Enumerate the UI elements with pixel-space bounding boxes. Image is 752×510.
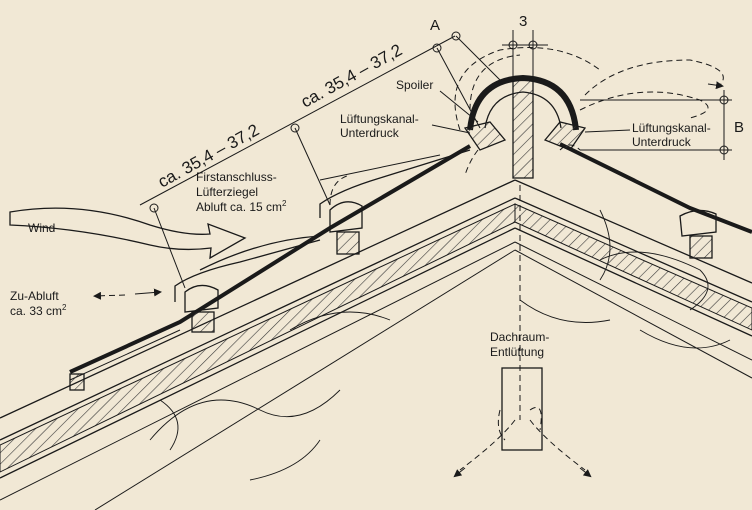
wood-grain <box>149 209 731 481</box>
spoiler-label: Spoiler <box>396 78 433 92</box>
labels: Wind Zu-Abluft ca. 33 cm2 Firstanschluss… <box>10 13 744 359</box>
leader-lines <box>319 90 631 181</box>
batten-clips <box>69 201 717 391</box>
lueftungskanal-right-label: Lüftungskanal- <box>632 121 711 135</box>
dimension-upper-label: ca. 35,4 – 37,2 <box>298 40 406 111</box>
luefterziegel-label: Lüfterziegel <box>196 185 258 199</box>
marker-3: 3 <box>519 13 527 30</box>
marker-b: B <box>734 119 744 136</box>
ridge-assembly <box>463 74 587 179</box>
airflow-arrowheads <box>93 81 724 478</box>
wind-label: Wind <box>28 221 55 235</box>
right-roof-slope <box>514 142 752 379</box>
lueftungskanal-left-label: Lüftungskanal- <box>340 112 419 126</box>
attic-vent-box <box>501 367 543 451</box>
wind-arrow <box>9 207 247 260</box>
unterdruck-left-label: Unterdruck <box>340 126 400 140</box>
dimension-lines <box>139 30 732 289</box>
marker-a: A <box>430 17 440 34</box>
unterdruck-right-label: Unterdruck <box>632 135 692 149</box>
left-roof-slope <box>0 144 516 510</box>
abluft-label: Abluft ca. 15 cm2 <box>196 199 287 214</box>
dachraum-label: Dachraum- <box>490 330 549 344</box>
zu-abluft-area-label: ca. 33 cm2 <box>10 303 67 318</box>
firstanschluss-label: Firstanschluss- <box>196 170 277 184</box>
entlueftung-label: Entlüftung <box>490 345 544 359</box>
zu-abluft-label: Zu-Abluft <box>10 289 59 303</box>
airflow-lines <box>329 47 724 471</box>
ventilation-tile <box>174 149 471 302</box>
